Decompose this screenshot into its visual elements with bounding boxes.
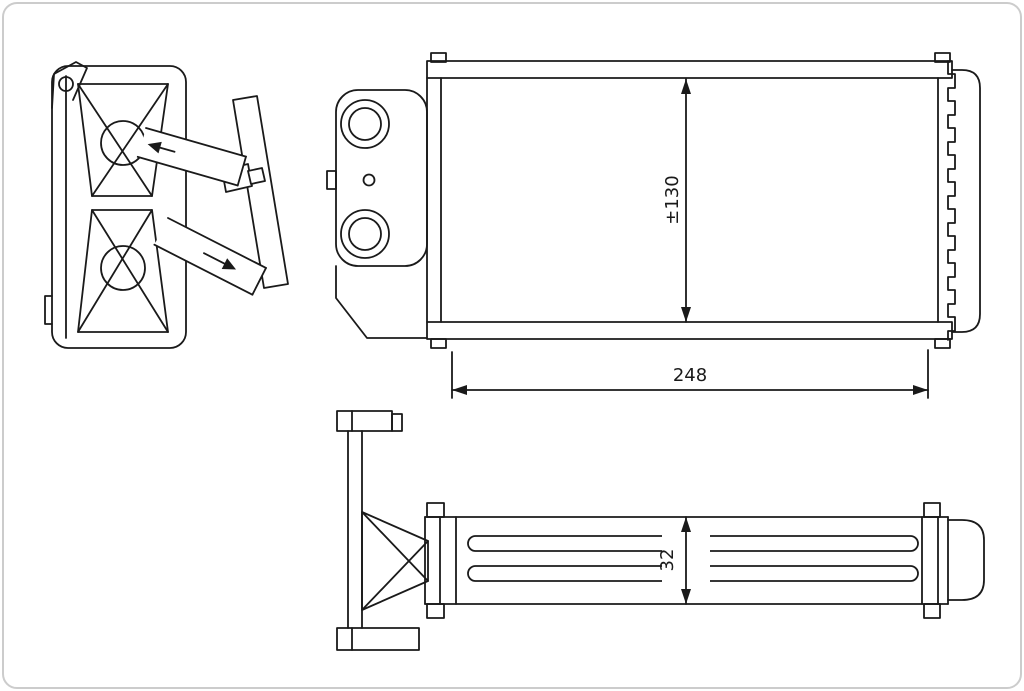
dimension-width-label: 248	[673, 365, 707, 386]
mounting-lug	[51, 61, 88, 109]
mounting-hole	[58, 76, 74, 92]
outlet-flow-arrow	[203, 252, 227, 265]
side-tab	[44, 295, 53, 325]
dimension-arrow-up	[681, 517, 691, 532]
dimension-depth: 32	[657, 516, 710, 605]
side-view-body	[51, 65, 187, 349]
inlet-pipe	[136, 127, 247, 187]
side-view	[44, 61, 289, 349]
dimension-arrow-down	[681, 307, 691, 322]
dimension-arrow-up	[681, 79, 691, 94]
right-end-tank	[951, 69, 981, 333]
bottom-left-bracket	[336, 410, 429, 651]
dimension-arrow-down	[681, 589, 691, 604]
upper-pipe-port	[340, 99, 390, 149]
dimension-arrow-left	[452, 385, 467, 395]
dimension-height: ±130	[662, 78, 691, 323]
lower-boss	[100, 245, 146, 291]
bracket-hole	[362, 173, 376, 187]
dimension-height-label: ±130	[662, 175, 683, 224]
dimension-width: 248	[451, 349, 929, 399]
bracket-notch	[326, 170, 337, 190]
bottom-right-end-tank	[947, 519, 985, 601]
bottom-view: 32	[336, 410, 985, 651]
front-view	[326, 52, 981, 349]
outlet-pipe	[153, 217, 267, 296]
crimp-serration	[947, 60, 956, 341]
lower-pipe-port	[340, 209, 390, 259]
dimension-arrow-right	[913, 385, 928, 395]
bracket-foot	[335, 265, 428, 339]
pipe-flange-plate	[232, 95, 289, 289]
dimension-depth-label: 32	[657, 549, 678, 572]
